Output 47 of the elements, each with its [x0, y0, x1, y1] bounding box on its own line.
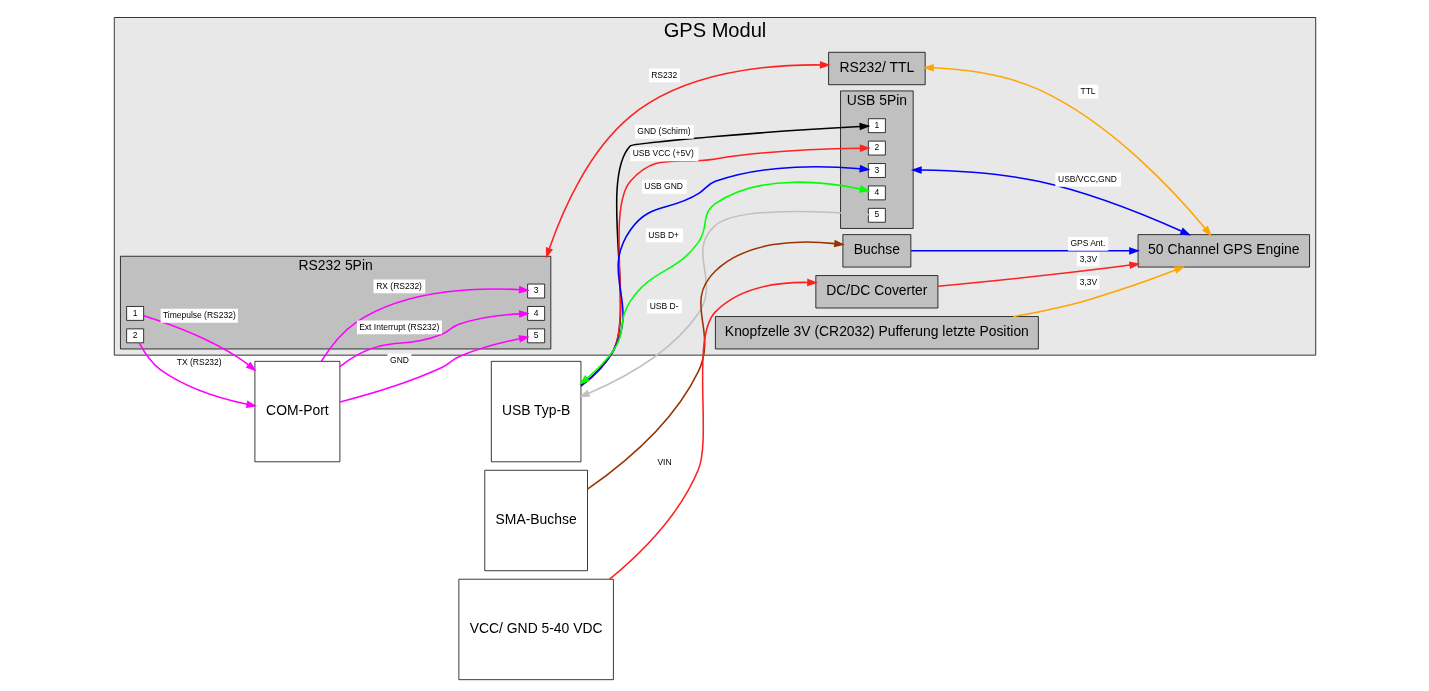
node-box: 3 — [867, 163, 886, 178]
arrow — [909, 247, 1140, 255]
node-box: VCC/ GND 5-40 VDC — [458, 578, 614, 681]
edge-label: Timepulse (RS232) — [162, 309, 236, 320]
node-box: RS232/ TTL — [827, 51, 926, 86]
node-box: COM-Port — [254, 360, 340, 463]
edge-label: USB VCC (+5V) — [632, 148, 694, 159]
node-box: 3 — [526, 283, 545, 299]
node-box: 2 — [867, 140, 886, 156]
arrow — [910, 166, 1191, 236]
edge-label: VIN — [656, 456, 672, 467]
edge-label: 3,3V — [1079, 276, 1097, 287]
arrow — [586, 239, 845, 490]
node-box: 1 — [125, 306, 144, 321]
edge-label: GPS Ant. — [1069, 238, 1105, 249]
arrow — [138, 342, 257, 408]
node-box: 4 — [526, 306, 545, 321]
node-box: Knopfzelle 3V (CR2032) Pufferung letzte Position — [714, 316, 1039, 350]
node-box: 4 — [867, 185, 886, 201]
node-box: 1 — [867, 118, 886, 134]
arrow — [338, 335, 530, 403]
node-box: USB Typ-B — [490, 360, 581, 463]
edge-label: TX (RS232) — [176, 357, 222, 368]
node-box: 2 — [125, 328, 144, 344]
node-box: 5 — [526, 328, 545, 344]
edge-label: USB D- — [649, 300, 678, 311]
node-box: 50 Channel GPS Engine — [1137, 234, 1310, 268]
arrow — [320, 285, 530, 363]
edge-label: GND (Schirm) — [636, 126, 691, 137]
edge-label: USB D+ — [647, 229, 679, 240]
edge-label: TTL — [1079, 85, 1096, 96]
node-box: Buchse — [842, 234, 911, 268]
edge-label: 3,3V — [1079, 253, 1097, 264]
arrow — [922, 64, 1212, 237]
edge-label: Ext Interrupt (RS232) — [358, 321, 439, 332]
node-box: SMA-Buchse — [483, 469, 588, 572]
arrow — [1011, 266, 1185, 318]
arrow — [578, 210, 871, 398]
arrow — [545, 61, 831, 259]
node-box: DC/DC Coverter — [814, 275, 938, 309]
edge-label: USB GND — [643, 180, 683, 191]
arrow — [608, 278, 818, 580]
edge-label: USB/VCC,GND — [1057, 173, 1117, 184]
edge-label: GND — [389, 354, 409, 365]
edge-label: RX (RS232) — [375, 280, 422, 291]
node-box: 5 — [867, 207, 886, 223]
edge-label: RS232 — [650, 69, 677, 80]
